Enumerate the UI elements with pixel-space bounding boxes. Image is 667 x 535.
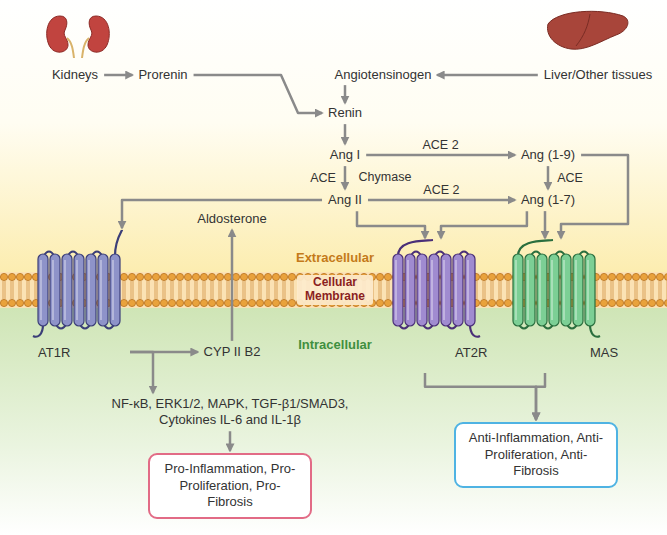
molecule-label: Ang I <box>328 146 362 164</box>
pathway-arrow <box>547 166 550 189</box>
pathway-arrow <box>368 199 515 202</box>
molecule-label: Renin <box>326 104 364 122</box>
pathway-arrow <box>344 124 347 144</box>
pathway-arrow <box>229 431 232 450</box>
enzyme-label: ACE <box>557 171 583 185</box>
effect-text: Anti-Inflammation, Anti-Proliferation, A… <box>469 430 603 479</box>
molecule-name: NF-κB, ERK1/2, MAPK, TGF-β1/SMAD3, Cytok… <box>112 396 349 427</box>
pathway-arrow <box>130 352 153 393</box>
enzyme-label: ACE 2 <box>422 138 458 152</box>
molecule-name: Ang I <box>330 147 360 162</box>
pathway-arrow <box>366 154 515 157</box>
receptor-name: MAS <box>590 345 618 361</box>
pathway-arrow <box>122 200 322 228</box>
enzyme-label: ACE <box>310 171 336 185</box>
molecule-label: Aldosterone <box>195 210 268 228</box>
region-label: Intracellular <box>298 338 372 353</box>
molecule-name: Ang (1-9) <box>521 147 575 162</box>
molecule-name: Ang (1-7) <box>521 192 575 207</box>
receptor-name: AT2R <box>455 345 487 361</box>
effect-box: Anti-Inflammation, Anti-Proliferation, A… <box>454 422 618 489</box>
molecule-name: Prorenin <box>138 67 187 82</box>
pathway-arrow <box>425 373 536 420</box>
receptor-node: AT2R <box>385 238 490 373</box>
pathway-arrow <box>441 211 527 238</box>
molecule-label: Angiotensinogen <box>333 66 434 84</box>
receptor-outline <box>30 228 130 363</box>
molecule-name: Kidneys <box>52 67 98 82</box>
pathway-arrow <box>231 230 234 341</box>
molecule-label: Ang II <box>326 191 364 209</box>
enzyme-label: ACE 2 <box>423 183 459 197</box>
pathway-arrow <box>536 373 545 420</box>
pathway-arrow <box>344 166 347 189</box>
pathway-arrow <box>437 74 537 77</box>
receptor-name: AT1R <box>38 345 70 361</box>
enzyme-label: Chymase <box>359 170 412 184</box>
liver-icon <box>548 11 628 49</box>
molecule-name: Liver/Other tissues <box>544 67 652 82</box>
intracellular-ground <box>0 308 667 535</box>
molecule-name: Angiotensinogen <box>335 67 432 82</box>
effect-box: Pro-Inflammation, Pro-Proliferation, Pro… <box>148 453 312 520</box>
region-label: Cellular Membrane <box>297 275 373 305</box>
extracellular-ground <box>0 0 667 272</box>
molecule-name: CYP II B2 <box>204 344 261 359</box>
molecule-name: Renin <box>328 105 362 120</box>
region-label: Extracellular <box>296 251 374 266</box>
kidney-icon <box>47 16 110 58</box>
molecule-label: Prorenin <box>136 66 189 84</box>
molecule-label: Kidneys <box>50 66 100 84</box>
molecule-name: Aldosterone <box>197 211 266 226</box>
pathway-arrow <box>344 85 347 103</box>
molecule-label: NF-κB, ERK1/2, MAPK, TGF-β1/SMAD3, Cytok… <box>108 395 352 430</box>
receptor-node: AT1R <box>30 228 130 363</box>
molecule-label: Liver/Other tissues <box>542 66 654 84</box>
molecule-name: Ang II <box>328 192 362 207</box>
molecule-label: CYP II B2 <box>202 343 263 361</box>
pathway-arrow <box>104 74 132 77</box>
pathway-arrow <box>194 75 322 113</box>
pathway-arrow <box>544 211 547 238</box>
pathway-arrow <box>357 211 425 238</box>
receptor-node: MAS <box>505 238 625 373</box>
molecule-label: Ang (1-7) <box>519 191 577 209</box>
effect-text: Pro-Inflammation, Pro-Proliferation, Pro… <box>165 461 296 510</box>
molecule-label: Ang (1-9) <box>519 146 577 164</box>
